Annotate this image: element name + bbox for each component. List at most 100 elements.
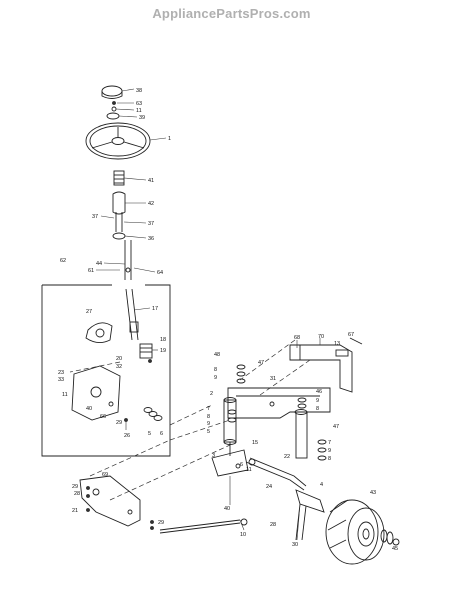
callout-48: 48	[214, 352, 220, 358]
callout-32: 32	[116, 364, 122, 370]
column-sleeve[interactable]	[112, 191, 126, 240]
leader-lines	[96, 88, 321, 541]
sector-plate-bolts	[86, 486, 154, 530]
left-washer-stack	[227, 364, 246, 423]
front-wheel[interactable]	[325, 499, 385, 565]
callout-39: 39	[139, 115, 145, 121]
spindle-lower-right[interactable]	[295, 489, 325, 541]
callout-7: 7	[328, 440, 331, 446]
callout-62: 62	[60, 258, 66, 264]
callout-61: 61	[88, 268, 94, 274]
spline-adapter[interactable]	[113, 170, 125, 186]
callout-9: 9	[214, 375, 217, 381]
washer-stack	[143, 407, 163, 421]
callout-40: 40	[86, 406, 92, 412]
callout-64: 64	[157, 270, 163, 276]
steering-wheel[interactable]	[85, 122, 151, 160]
bushing[interactable]	[85, 322, 113, 343]
steering-bracket[interactable]	[71, 365, 121, 421]
callout-8: 8	[207, 414, 210, 420]
callout-11: 11	[246, 467, 252, 473]
callout-17: 17	[152, 306, 158, 312]
callout-41: 41	[148, 178, 154, 184]
callout-1: 1	[168, 136, 171, 142]
callout-20: 20	[116, 356, 122, 362]
callout-30: 30	[292, 542, 298, 548]
callout-19: 19	[160, 348, 166, 354]
callout-27: 27	[86, 309, 92, 315]
callout-46: 46	[316, 389, 322, 395]
callout-26: 26	[124, 433, 130, 439]
callout-68: 68	[294, 335, 300, 341]
callout-13: 13	[334, 341, 340, 347]
watermark-header: AppliancePartsPros.com	[152, 6, 311, 21]
callout-21: 21	[72, 508, 78, 514]
callout-9: 9	[207, 421, 210, 427]
callout-29: 29	[116, 420, 122, 426]
right-washer-stack	[297, 397, 327, 461]
steering-arm[interactable]	[211, 442, 249, 477]
callout-63: 63	[136, 101, 142, 107]
tie-rod[interactable]	[159, 518, 248, 534]
callout-7: 7	[207, 406, 210, 412]
callout-47: 47	[258, 360, 264, 366]
callout-9: 9	[328, 448, 331, 454]
callout-33: 33	[58, 377, 64, 383]
callout-31: 31	[270, 376, 276, 382]
front-axle[interactable]	[227, 387, 331, 419]
callout-69: 69	[102, 472, 108, 478]
spindle-left[interactable]	[223, 397, 237, 445]
callout-36: 36	[148, 236, 154, 242]
wheel-hardware	[380, 529, 400, 546]
callout-11: 11	[62, 392, 68, 398]
callout-18: 18	[160, 337, 166, 343]
detail-box	[41, 284, 171, 457]
callout-8: 8	[328, 456, 331, 462]
sector-gear-plate[interactable]	[79, 475, 141, 527]
callout-29: 29	[158, 520, 164, 526]
callout-5: 5	[207, 429, 210, 435]
callout-24: 24	[266, 484, 272, 490]
callout-37: 37	[92, 214, 98, 220]
callout-22: 22	[284, 454, 290, 460]
callout-23: 23	[58, 370, 64, 376]
callout-28: 28	[74, 491, 80, 497]
callout-4: 4	[320, 482, 323, 488]
callout-8: 8	[214, 367, 217, 373]
cap-hardware	[106, 101, 120, 120]
pinion-gear[interactable]	[139, 343, 153, 359]
support-bolt	[320, 337, 363, 357]
callout-42: 42	[148, 201, 154, 207]
callout-37: 37	[148, 221, 154, 227]
callout-28: 28	[270, 522, 276, 528]
drag-link[interactable]	[245, 457, 307, 491]
callout-6: 6	[240, 462, 243, 468]
steering-wheel-cap[interactable]	[101, 85, 123, 99]
callout-43: 43	[370, 490, 376, 496]
callout-10: 10	[240, 532, 246, 538]
axle-support-bracket[interactable]	[289, 344, 353, 393]
callout-2: 2	[210, 391, 213, 397]
callout-6: 6	[160, 431, 163, 437]
spindle-right[interactable]	[294, 409, 308, 459]
callout-8: 8	[316, 406, 319, 412]
callout-70: 70	[318, 334, 324, 340]
callout-15: 15	[252, 440, 258, 446]
steering-shaft-upper[interactable]	[124, 240, 132, 280]
dashed-connection-lines	[69, 339, 311, 501]
callout-5: 5	[148, 431, 151, 437]
callout-40: 40	[224, 506, 230, 512]
callout-47: 47	[333, 424, 339, 430]
callout-labels: 38 63 11 39 1 41 42 37 37 36 62 44 61 64…	[58, 88, 398, 552]
callout-44: 44	[96, 261, 102, 267]
callout-66: 66	[100, 414, 106, 420]
callout-67: 67	[348, 332, 354, 338]
callout-29: 29	[72, 484, 78, 490]
callout-3: 3	[212, 453, 215, 459]
callout-9: 9	[316, 398, 319, 404]
callout-38: 38	[136, 88, 142, 94]
steering-shaft-lower[interactable]	[125, 288, 139, 341]
callout-11: 11	[136, 108, 142, 114]
callout-45: 45	[392, 546, 398, 552]
